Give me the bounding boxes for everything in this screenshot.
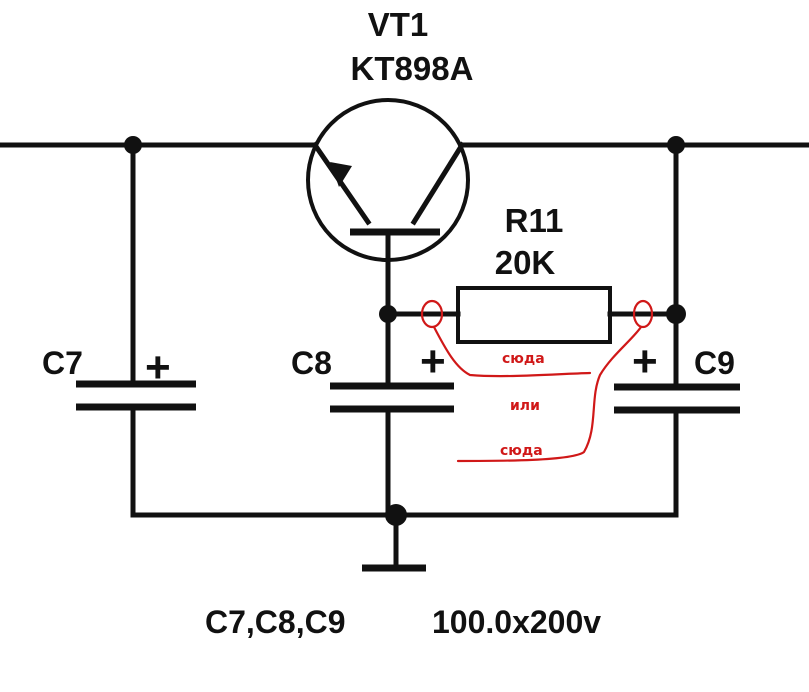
capacitor-c8 — [330, 311, 454, 518]
spec-value-label: 100.0x200v — [432, 604, 601, 640]
annotation-or: или — [510, 398, 540, 414]
pointer-line-lower — [456, 325, 643, 463]
red-annotations: сюда или сюда — [420, 299, 654, 463]
r11-body — [456, 286, 612, 344]
c8-plus-icon: + — [420, 337, 446, 386]
mark-circle-left-icon — [420, 299, 444, 329]
transistor-collector — [410, 141, 466, 226]
emitter-arrow-icon — [330, 162, 352, 187]
capacitor-c7 — [76, 142, 196, 518]
capacitor-c9 — [614, 142, 740, 518]
r11-value-label: 20K — [495, 244, 556, 281]
resistor-r11 — [385, 286, 679, 344]
c9-ref-label: C9 — [694, 345, 735, 381]
vt1-type-label: KT898A — [351, 50, 474, 87]
c7-plus-icon: + — [145, 343, 171, 392]
annotation-here-upper: сюда — [502, 351, 545, 367]
spec-parts-label: C7,C8,C9 — [205, 604, 346, 640]
vt1-ref-label: VT1 — [368, 6, 429, 43]
c9-plus-icon: + — [632, 337, 658, 386]
annotation-here-lower: сюда — [500, 443, 543, 459]
r11-ref-label: R11 — [505, 202, 564, 239]
c8-ref-label: C8 — [291, 345, 332, 381]
mark-circle-right-icon — [632, 299, 654, 329]
transistor-emitter — [311, 141, 372, 226]
transistor-vt1 — [306, 98, 470, 317]
c7-ref-label: C7 — [42, 345, 83, 381]
pointer-line-upper — [432, 325, 592, 378]
